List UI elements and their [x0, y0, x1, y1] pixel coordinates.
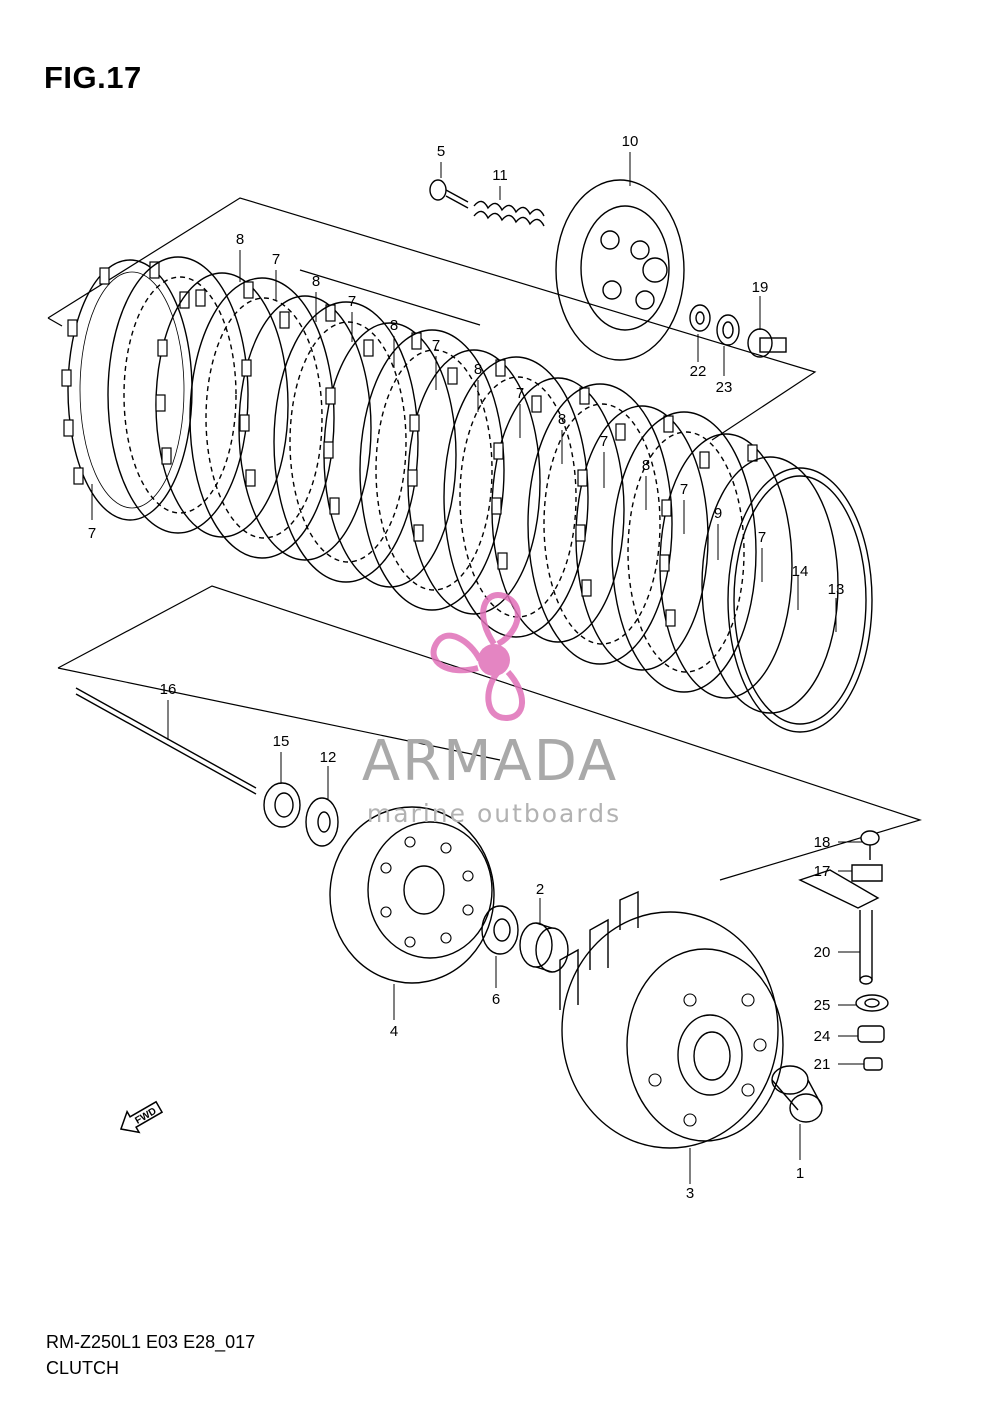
steel-plate-3: [273, 301, 419, 583]
steel-plate-1: [107, 256, 249, 534]
bearing-15: [263, 782, 301, 828]
lock-washer-12: [305, 797, 339, 847]
watermark-brand: ARMADA: [362, 729, 618, 794]
spring-washer-13: [727, 467, 873, 733]
thrust-washer-6: [481, 905, 519, 955]
bearing-21: [863, 1057, 883, 1071]
callout-12: 12: [320, 749, 337, 766]
callout-1: 1: [796, 1165, 804, 1182]
pushrod-19: [747, 328, 787, 358]
clutch-housing-3: [559, 890, 784, 1149]
callout-3: 3: [686, 1185, 694, 1202]
pressure-plate-assembly: [429, 179, 787, 361]
leader-lines: [91, 152, 864, 1184]
steel-plate-9: [611, 411, 757, 693]
clutch-hub-4: [329, 806, 495, 984]
callout-13: 13: [828, 581, 845, 598]
steel-plate-4: [359, 329, 505, 611]
figure-code: RM-Z250L1 E03 E28_017: [46, 1332, 256, 1352]
bearing-24: [857, 1025, 885, 1043]
callout-10: 10: [622, 133, 639, 150]
lower-parts: [75, 687, 889, 1149]
callout-7d: 7: [516, 385, 524, 402]
figure-name: CLUTCH: [46, 1358, 120, 1378]
oil-seal-25: [855, 994, 889, 1012]
pushrod-16: [75, 687, 257, 795]
callout-15: 15: [273, 733, 290, 750]
callout-8b: 8: [312, 273, 320, 290]
steel-plate-5: [443, 356, 589, 638]
friction-plate-6: [491, 377, 625, 643]
callout-8f: 8: [642, 457, 650, 474]
needle-bearing-2: [519, 922, 569, 973]
callout-14: 14: [792, 563, 809, 580]
bolt-18: [860, 830, 880, 860]
figure-title: FIG.17: [44, 60, 142, 95]
friction-plate-7: [575, 405, 709, 671]
callout-7f: 7: [680, 481, 688, 498]
callout-16: 16: [160, 681, 177, 698]
lower-group-frame: [57, 585, 922, 881]
washer-22: [689, 304, 711, 332]
callout-7g: 7: [758, 529, 766, 546]
armada-watermark: ARMADA marine outboards: [362, 592, 621, 828]
clutch-plate-stack: [61, 256, 873, 733]
bearing-23: [716, 314, 740, 346]
sleeve-1: [771, 1065, 823, 1123]
steel-plate-6: [527, 383, 673, 665]
steel-plate-2: [189, 277, 335, 559]
upper-group-frame: [47, 197, 817, 441]
plate-17: [851, 864, 883, 882]
callout-22: 22: [690, 363, 707, 380]
friction-plate-4: [323, 322, 457, 588]
spring-11: [473, 200, 545, 227]
callout-8c: 8: [390, 317, 398, 334]
callout-2: 2: [536, 881, 544, 898]
fwd-label: FWD: [133, 1106, 158, 1127]
callout-7c: 7: [432, 337, 440, 354]
callout-4: 4: [390, 1023, 398, 1040]
callout-8e: 8: [558, 411, 566, 428]
pressure-plate-10: [555, 179, 685, 361]
forward-arrow-icon: FWD: [119, 1100, 164, 1134]
callout-6: 6: [492, 991, 500, 1008]
callout-5: 5: [437, 143, 445, 160]
friction-plate-2: [155, 272, 289, 538]
callout-17: 17: [814, 863, 831, 880]
callout-7h: 7: [88, 525, 96, 542]
callout-23: 23: [716, 379, 733, 396]
friction-plate-8: [659, 433, 793, 699]
callout-7e: 7: [600, 433, 608, 450]
callout-8a: 8: [236, 231, 244, 248]
callout-9: 9: [714, 505, 722, 522]
callout-19: 19: [752, 279, 769, 296]
bolt-5: [429, 179, 469, 209]
callout-25: 25: [814, 997, 831, 1014]
callout-18: 18: [814, 834, 831, 851]
callout-8d: 8: [474, 361, 482, 378]
callout-7a: 7: [272, 251, 280, 268]
friction-plate-5: [407, 349, 541, 615]
release-shaft-20: [798, 869, 880, 985]
friction-plate-3: [238, 295, 372, 561]
watermark-subtitle: marine outboards: [367, 799, 621, 828]
propeller-logo-icon: [430, 592, 525, 722]
callout-labels: 5 11 10 19 22 23 8 7 8 7 8 7 8 7 8 7 8 7…: [88, 133, 845, 1202]
callout-21: 21: [814, 1056, 831, 1073]
callout-7b: 7: [348, 293, 356, 310]
callout-20: 20: [814, 944, 831, 961]
callout-24: 24: [814, 1028, 831, 1045]
callout-11: 11: [492, 167, 508, 184]
wire-ring-14: [701, 456, 839, 714]
